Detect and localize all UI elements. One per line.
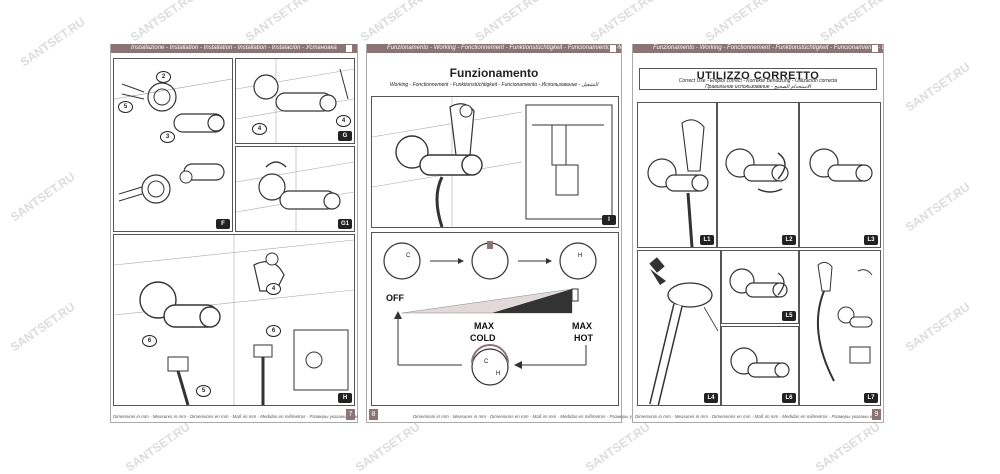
watermark: SANTSET.RU — [902, 59, 973, 115]
panel-i: I — [371, 96, 619, 228]
dial-letter-h: H — [578, 253, 583, 259]
valve-turn-illustration — [729, 268, 788, 298]
panel-l1: L1 — [637, 102, 717, 248]
page-installation: Installazione - Installation - Installat… — [110, 44, 358, 423]
dial-letter-c: C — [406, 253, 411, 259]
panel-tag: L4 — [704, 393, 718, 403]
max-hot-label-1: MAX — [572, 321, 592, 331]
panel-tag: L5 — [782, 311, 796, 321]
valve-closed-illustration — [809, 148, 873, 182]
watermark: SANTSET.RU — [582, 419, 653, 474]
faucet-icon — [871, 44, 879, 53]
panel-tag: F — [216, 219, 230, 229]
hand-shower-illustration — [649, 257, 719, 405]
watermark: SANTSET.RU — [472, 0, 543, 45]
watermark: SANTSET.RU — [702, 0, 773, 45]
page-footer: Dimensioni in mm - Measures in mm - Dime… — [413, 414, 658, 419]
valve-rotate-illustration — [725, 148, 789, 193]
panel-l3: L3 — [799, 102, 881, 248]
watermark: SANTSET.RU — [357, 0, 428, 45]
panel-tag: L1 — [700, 235, 714, 245]
temperature-panel: C H C H OFF MAX COLD MAX HOT — [371, 232, 619, 406]
watermark: SANTSET.RU — [812, 419, 883, 474]
callout-number: 5 — [196, 385, 211, 397]
shower-set-illustration — [372, 97, 613, 227]
max-cold-label-1: MAX — [474, 321, 494, 331]
panel-tag: L2 — [782, 235, 796, 245]
panel-g1: G1 — [235, 146, 355, 232]
page-subtitle-2: Правильное использование - الاستخدام الص… — [705, 84, 811, 90]
panel-tag: I — [602, 215, 616, 225]
max-cold-label-2: COLD — [470, 333, 496, 343]
panel-tag: G — [338, 131, 352, 141]
callout-number: 3 — [160, 131, 175, 143]
panel-g: 4 4 G — [235, 58, 355, 144]
page-subtitle: Correct Use - Emploi correct - Korrekte … — [678, 78, 838, 84]
watermark: SANTSET.RU — [242, 0, 313, 45]
page-footer: Dimensioni in mm - Measures in mm - Dime… — [635, 414, 880, 419]
callout-number: 6 — [266, 325, 281, 337]
panel-l6: L6 — [721, 326, 799, 406]
callout-number: 4 — [266, 283, 281, 295]
panel-l2: L2 — [717, 102, 799, 248]
callout-number: 2 — [156, 71, 171, 83]
watermark: SANTSET.RU — [7, 169, 78, 225]
dial-letter-c: C — [484, 359, 489, 365]
page-header: Funzionamento - Working - Fonctionnement… — [633, 44, 883, 53]
panel-h: 6 5 4 6 H — [113, 234, 355, 406]
panel-f: 5 2 3 F — [113, 58, 233, 232]
dial-letter-h: H — [496, 371, 501, 377]
shower-holder-illustration — [647, 119, 709, 247]
full-set-illustration — [816, 261, 873, 382]
page-title: Funzionamento — [449, 66, 539, 80]
watermark: SANTSET.RU — [587, 0, 658, 45]
page-title: UTILIZZO CORRETTO — [696, 70, 820, 82]
watermark: SANTSET.RU — [352, 419, 423, 474]
panel-tag: L3 — [864, 235, 878, 245]
watermark: SANTSET.RU — [17, 14, 88, 70]
temperature-diagram — [383, 241, 597, 386]
page-footer: Dimensioni in mm - Measures in mm - Dime… — [113, 414, 358, 419]
page-subtitle: Working - Fonctionnement - Funktionstüch… — [389, 82, 599, 88]
max-hot-label-2: HOT — [574, 333, 593, 343]
page-number: 7 — [346, 409, 355, 420]
watermark: SANTSET.RU — [7, 299, 78, 355]
hose-connection-illustration — [114, 235, 354, 405]
watermark: SANTSET.RU — [122, 419, 193, 474]
valve-off-illustration — [730, 347, 790, 378]
callout-number: 4 — [336, 115, 351, 127]
watermark: SANTSET.RU — [817, 0, 888, 45]
panel-l4: L4 — [637, 250, 721, 406]
page-number: 8 — [369, 409, 378, 420]
faucet-icon — [609, 44, 617, 53]
page-header: Funzionamento - Working - Fonctionnement… — [367, 44, 621, 53]
panel-tag: G1 — [338, 219, 352, 229]
page-working: Funzionamento - Working - Fonctionnement… — [366, 44, 658, 423]
callout-number: 6 — [142, 335, 157, 347]
wall-tile-illustration — [236, 147, 354, 231]
title-box: UTILIZZO CORRETTO — [639, 68, 877, 90]
faucet-icon — [345, 44, 353, 53]
watermark: SANTSET.RU — [902, 299, 973, 355]
panel-tag: L6 — [782, 393, 796, 403]
watermark: SANTSET.RU — [902, 179, 973, 235]
wall-mount-illustration — [236, 59, 354, 143]
off-label: OFF — [386, 293, 404, 303]
installation-exploded-illustration — [114, 78, 232, 204]
panel-tag: L7 — [864, 393, 878, 403]
panel-l5: L5 — [721, 250, 799, 324]
callout-number: 5 — [118, 101, 133, 113]
panel-tag: H — [338, 393, 352, 403]
page-number: 9 — [872, 409, 881, 420]
page-correct-use: Funzionamento - Working - Fonctionnement… — [632, 44, 884, 423]
watermark: SANTSET.RU — [127, 0, 198, 45]
callout-number: 4 — [252, 123, 267, 135]
panel-l7: L7 — [799, 250, 881, 406]
page-header: Installazione - Installation - Installat… — [111, 44, 357, 53]
